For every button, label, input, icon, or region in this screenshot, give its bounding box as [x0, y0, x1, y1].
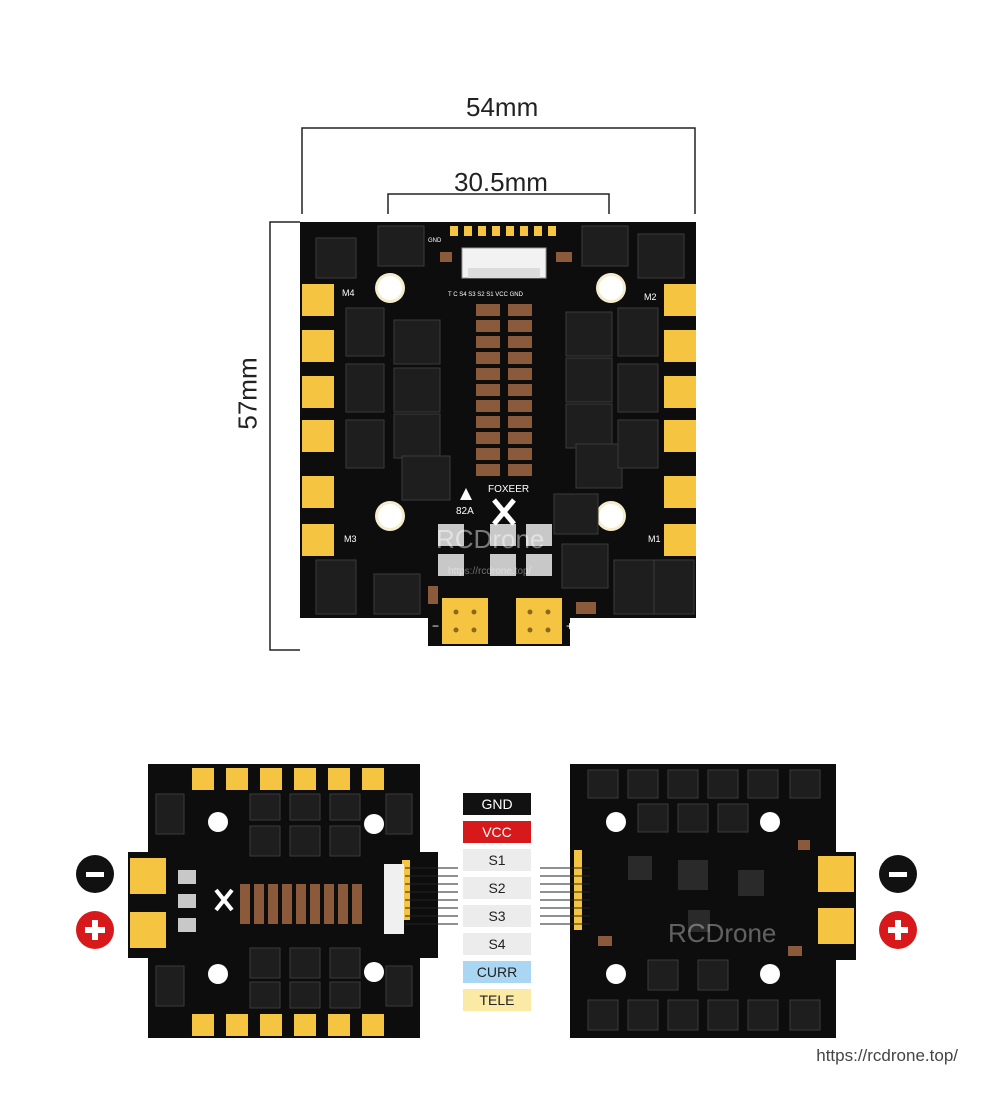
- motor-pad: [664, 376, 696, 408]
- watermark: RCDrone: [436, 524, 544, 554]
- right-board-watermark: RCDrone: [668, 918, 776, 948]
- brand-label: FOXEER: [488, 484, 529, 495]
- watermark-url: https://rcdrone.top/: [448, 566, 532, 577]
- pin-label-curr: CURR: [463, 961, 531, 983]
- motor-pad: [664, 476, 696, 508]
- connector-bottom-label: T C S4 S3 S2 S1 VCC GND: [448, 292, 524, 298]
- pin-label-s1: S1: [463, 849, 531, 871]
- motor-pad: [302, 284, 334, 316]
- pin-label-s4: S4: [463, 933, 531, 955]
- motor-label-m3: M3: [344, 534, 357, 544]
- rating-label: 82A: [456, 506, 474, 517]
- footer-url: https://rcdrone.top/: [816, 1046, 958, 1065]
- motor-pad: [664, 284, 696, 316]
- plus-sign: +: [566, 619, 573, 633]
- motor-pad: [302, 376, 334, 408]
- motor-pad: [302, 330, 334, 362]
- motor-pad: [302, 476, 334, 508]
- height-dimension-label: 57mm: [232, 357, 263, 430]
- motor-label-m2: M2: [644, 292, 657, 302]
- power-pad-plus: [130, 912, 166, 948]
- plus-circle-icon: [879, 911, 917, 949]
- pin-label-vcc: VCC: [463, 821, 531, 843]
- motor-pad: [664, 330, 696, 362]
- power-pad-minus: [818, 856, 854, 892]
- connector-leads: [405, 867, 590, 925]
- width-dimension-label: 54mm: [466, 92, 539, 122]
- foxeer-x-logo: [492, 498, 516, 526]
- arrow-mark: [460, 488, 472, 500]
- pin-label-tele: TELE: [463, 989, 531, 1011]
- top-board: FOXEER 82A M4 M2 M3 M1 GND T C S4 S3 S2 …: [300, 222, 696, 646]
- motor-label-m4: M4: [342, 288, 355, 298]
- mount-dimension-label: 30.5mm: [454, 167, 548, 197]
- power-pad-plus: [516, 598, 562, 644]
- pin-label-s3: S3: [463, 905, 531, 927]
- power-pad-plus: [818, 908, 854, 944]
- motor-label-m1: M1: [648, 534, 661, 544]
- motor-pad: [664, 524, 696, 556]
- dimension-lines: [269, 127, 696, 651]
- minus-sign: −: [432, 619, 439, 633]
- minus-circle-icon: [76, 855, 114, 893]
- power-pad-minus: [130, 858, 166, 894]
- motor-pad: [302, 524, 334, 556]
- connector-gnd-label: GND: [428, 238, 442, 244]
- motor-pad: [302, 420, 334, 452]
- minus-circle-icon: [879, 855, 917, 893]
- bottom-right-board: RCDrone: [570, 764, 856, 1038]
- pin-label-gnd: GND: [463, 793, 531, 815]
- bottom-left-board: RCDrone: [128, 764, 438, 1038]
- left-board-watermark: RCDrone: [260, 923, 343, 945]
- motor-pad: [664, 420, 696, 452]
- plus-circle-icon: [76, 911, 114, 949]
- power-pad-minus: [442, 598, 488, 644]
- pin-label-s2: S2: [463, 877, 531, 899]
